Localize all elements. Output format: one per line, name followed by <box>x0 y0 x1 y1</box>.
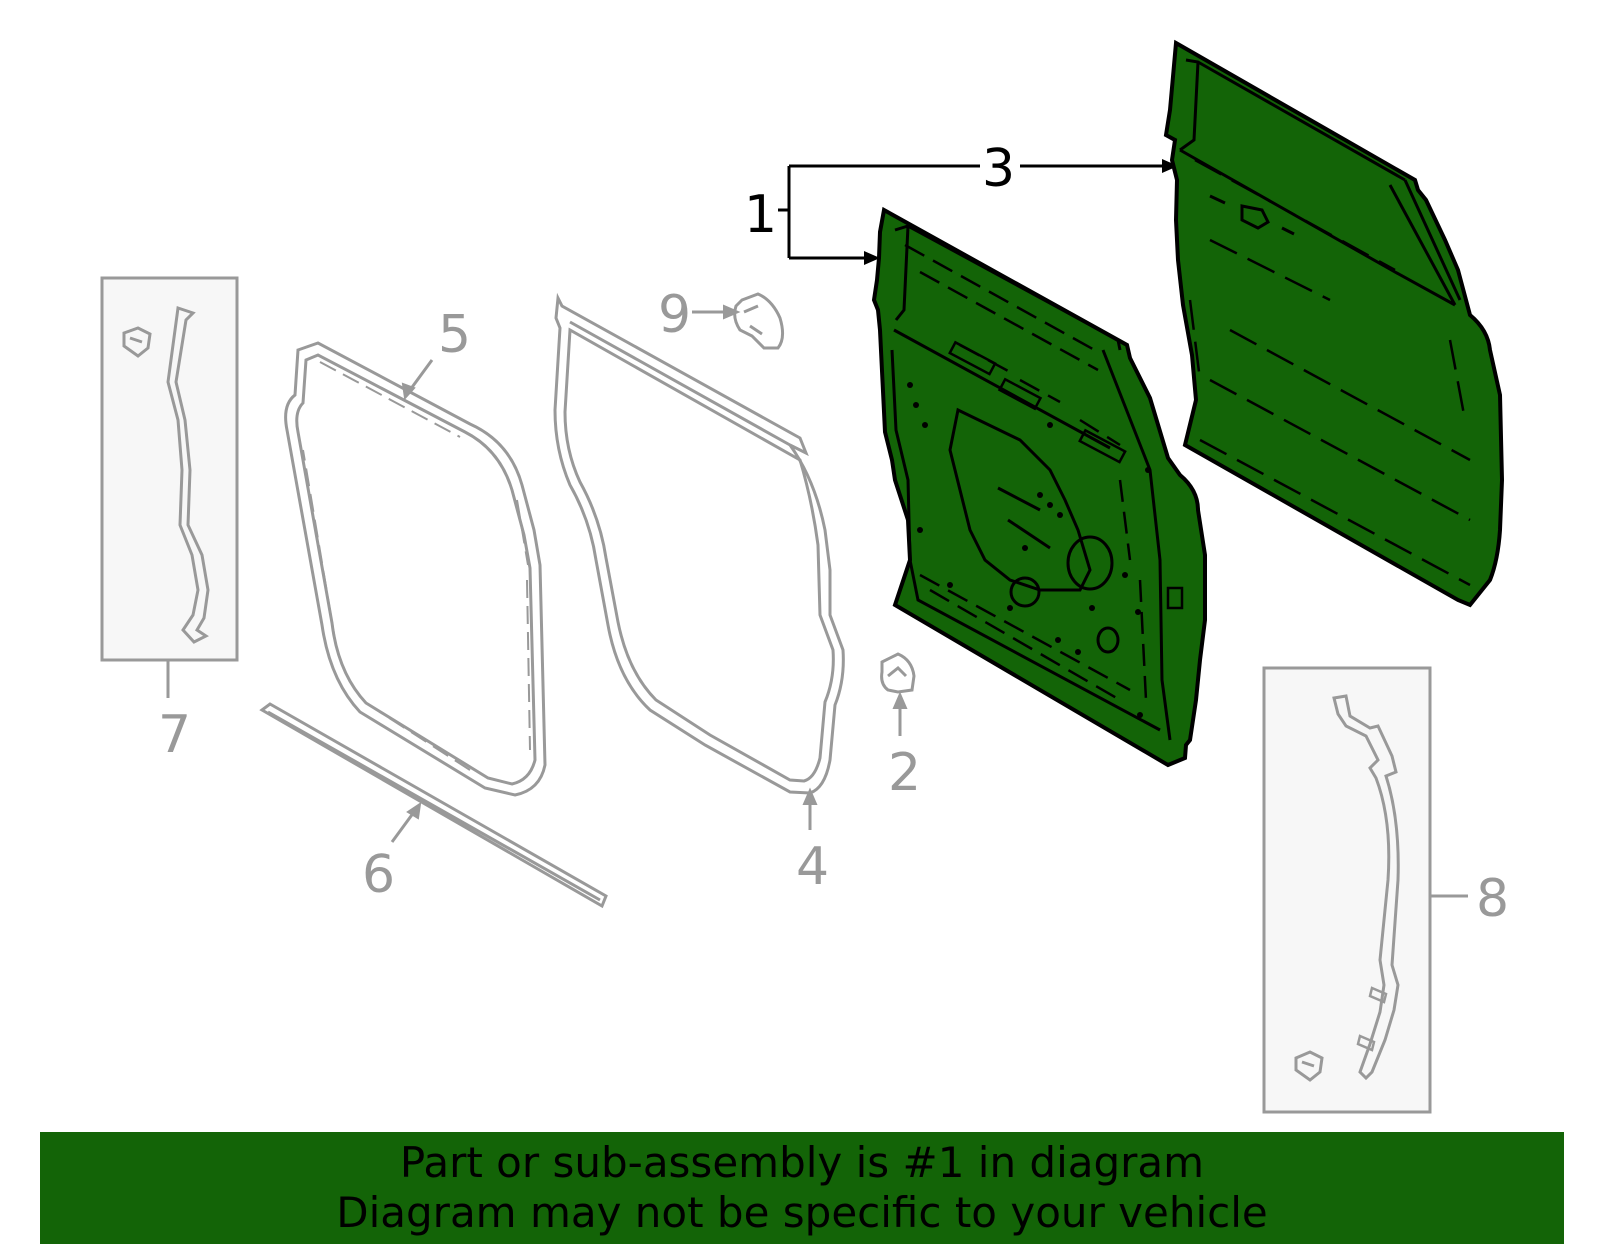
part-1-hole-b <box>1009 576 1041 608</box>
callout-5: 5 <box>438 305 471 365</box>
callout-1: 1 <box>744 185 777 245</box>
part-7-clip-icon <box>122 326 152 358</box>
part-6-strip <box>259 702 608 909</box>
part-1-hole-a <box>1096 626 1120 654</box>
part-2-plug <box>880 652 916 694</box>
part-8-tab-b <box>1356 1034 1376 1052</box>
part-1-rivet-holes <box>907 382 1151 718</box>
part-1-slot-c <box>1078 428 1127 464</box>
part-3-outer-skin[interactable] <box>1163 39 1505 608</box>
part-1-window-frame <box>894 224 1172 741</box>
part-4-seal-outer <box>553 292 845 795</box>
part-4-group[interactable]: 4 <box>553 292 845 897</box>
callout-7: 7 <box>158 705 191 765</box>
part-7-group[interactable]: 7 <box>100 276 239 765</box>
part-7-box <box>100 276 239 662</box>
arrowhead-to-part-3 <box>1162 159 1178 173</box>
part-1-door-shell[interactable] <box>871 206 1207 768</box>
callout-9: 9 <box>658 285 691 345</box>
callout-6: 6 <box>362 845 395 905</box>
bracket-line <box>778 164 1166 260</box>
part-5-seal-outer <box>284 341 547 797</box>
part-1-slot-a <box>948 340 997 376</box>
part-5-group[interactable]: 5 <box>284 305 547 797</box>
part-5-seal-mid <box>302 361 531 771</box>
part-1-outline <box>871 206 1207 768</box>
part-3-trim-marks <box>1209 194 1295 236</box>
part-9-plug <box>733 292 785 350</box>
part-8-box <box>1262 666 1432 1114</box>
part-8-strip <box>1332 694 1400 1081</box>
part-5-leader <box>408 359 434 391</box>
part-3-window-frame <box>1179 58 1462 307</box>
part-4-seal-inner <box>563 320 835 783</box>
part-1-slot-d <box>1166 586 1184 610</box>
part-7-strip <box>166 306 210 644</box>
part-6-group[interactable]: 6 <box>259 702 608 909</box>
callout-4: 4 <box>796 837 829 897</box>
part-1-inner-panel <box>890 328 1161 732</box>
part-5-seal-inner <box>295 353 537 786</box>
part-3-dashes <box>1188 158 1471 587</box>
part-9-group[interactable]: 9 <box>658 285 785 350</box>
callout-8: 8 <box>1476 869 1509 929</box>
callout-1-3-bracket: 1 3 <box>744 139 1178 265</box>
part-2-arrowhead <box>892 691 908 709</box>
part-9-arrowhead <box>723 304 741 320</box>
callout-3: 3 <box>982 139 1015 199</box>
part-3-outline <box>1163 39 1505 608</box>
part-8-clip-icon <box>1294 1050 1324 1082</box>
part-1-speaker-hole <box>1066 535 1114 591</box>
part-5-arrowhead <box>401 382 416 401</box>
part-6-arrowhead <box>406 801 422 820</box>
part-1-dashes <box>904 243 1148 702</box>
part-4-arrowhead <box>802 787 818 805</box>
banner-line-2: Diagram may not be specific to your vehi… <box>336 1188 1268 1237</box>
part-8-group[interactable]: 8 <box>1262 666 1509 1114</box>
part-3-handle-recess <box>1240 204 1270 230</box>
banner-line-1: Part or sub-assembly is #1 in diagram <box>399 1138 1205 1187</box>
info-banner: Part or sub-assembly is #1 in diagram Di… <box>40 1132 1564 1244</box>
arrowhead-to-part-1 <box>864 251 880 265</box>
callout-2: 2 <box>888 743 921 803</box>
part-2-group[interactable]: 2 <box>880 652 921 803</box>
part-8-tab-a <box>1368 986 1388 1004</box>
part-6-leader <box>390 811 416 843</box>
part-1-slot-b <box>997 377 1043 411</box>
